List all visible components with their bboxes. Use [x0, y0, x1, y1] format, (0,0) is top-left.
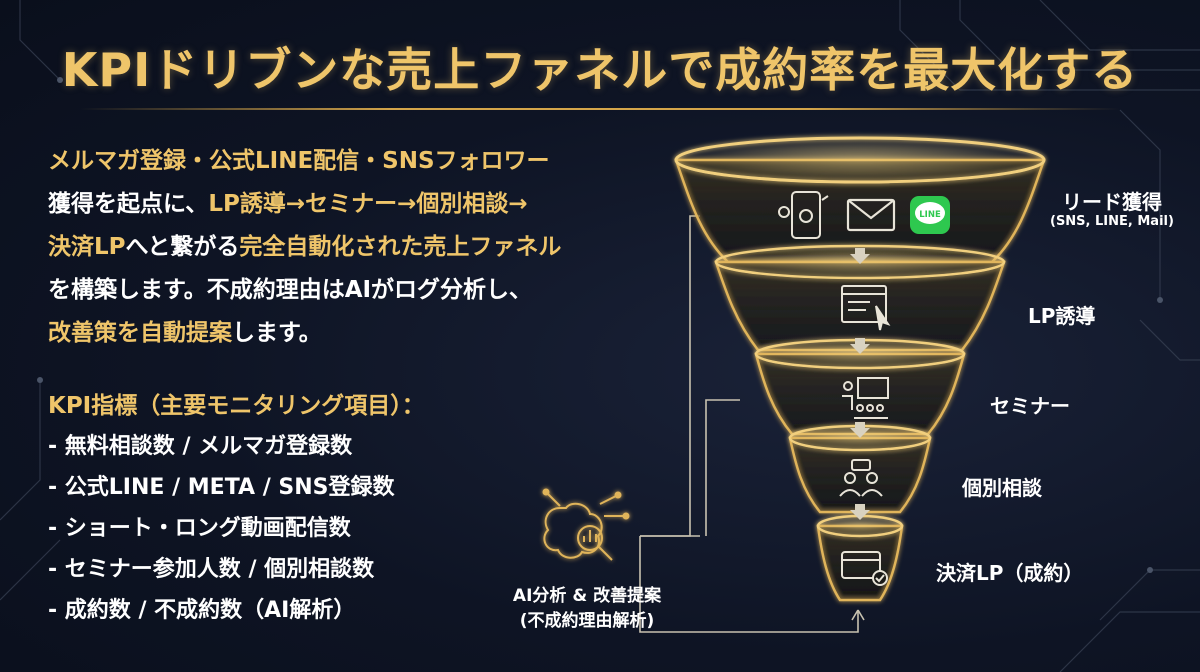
page-title: KPIドリブンな売上ファネルで成約率を最大化する	[61, 43, 1139, 97]
intro-line-1: メルマガ登録・公式LINE配信・SNSフォロワー	[48, 140, 648, 183]
kpi-item: - 成約数 / 不成約数（AI解析）	[48, 598, 356, 623]
ai-label-line-2: (不成約理由解析)	[519, 611, 655, 631]
stage-label-payment: 決済LP（成約）	[936, 561, 1084, 585]
intro-line-2: 獲得を起点に、LP誘導→セミナー→個別相談→	[48, 183, 648, 226]
stage-label-lp: LP誘導	[1028, 304, 1096, 328]
intro-text: 獲得を起点に、	[48, 191, 209, 217]
funnel-stage-lead	[674, 136, 1046, 264]
intro-paragraph: メルマガ登録・公式LINE配信・SNSフォロワー 獲得を起点に、LP誘導→セミナ…	[48, 140, 648, 355]
intro-highlight: 決済LP	[48, 234, 126, 260]
kpi-item: - ショート・ロング動画配信数	[48, 516, 351, 541]
intro-line-5: 改善策を自動提案します。	[48, 312, 648, 355]
intro-highlight: 改善策を自動提案	[48, 320, 232, 346]
kpi-item: - セミナー参加人数 / 個別相談数	[48, 557, 375, 582]
kpi-heading: KPI指標（主要モニタリング項目）：	[48, 393, 425, 419]
intro-text: します。	[232, 320, 322, 346]
intro-line-3: 決済LPへと繋がる完全自動化された売上ファネル	[48, 226, 648, 269]
consultation-icon	[839, 459, 883, 497]
ai-label-line-1: AI分析 & 改善提案	[512, 586, 662, 606]
intro-highlight: メルマガ登録・公式LINE配信・SNSフォロワー	[48, 148, 550, 174]
smartphone-icon	[778, 191, 829, 239]
kpi-item: - 無料相談数 / メルマガ登録数	[48, 434, 353, 459]
intro-text: を構築します。不成約理由はAIがログ分析し、	[48, 277, 533, 303]
intro-highlight: LP誘導→セミナー→個別相談→	[208, 191, 528, 217]
title-divider	[80, 108, 1120, 110]
stage-label-lead: リード獲得	[1062, 190, 1162, 214]
line-badge-text: LINE	[919, 210, 941, 220]
funnel-stage-payment	[816, 514, 904, 602]
payment-card-icon	[841, 551, 888, 586]
intro-line-4: を構築します。不成約理由はAIがログ分析し、	[48, 269, 648, 312]
flow-arrows	[850, 248, 870, 520]
stage-label-consult: 個別相談	[962, 476, 1042, 500]
ai-brain-icon	[542, 488, 630, 561]
seminar-icon	[842, 377, 889, 419]
kpi-item: - 公式LINE / META / SNS登録数	[48, 475, 395, 500]
line-app-icon: LINE	[910, 196, 950, 234]
stage-sub-lead: (SNS, LINE, Mail)	[1050, 214, 1174, 229]
intro-text: へと繋がる	[125, 234, 240, 260]
stage-label-seminar: セミナー	[990, 394, 1070, 418]
feedback-loop	[639, 215, 865, 633]
intro-highlight: 完全自動化された売上ファネル	[239, 234, 562, 260]
kpi-list: - 無料相談数 / メルマガ登録数 - 公式LINE / META / SNS登…	[48, 426, 395, 631]
ai-analysis-label: AI分析 & 改善提案 (不成約理由解析)	[462, 584, 712, 634]
mail-icon	[846, 198, 896, 232]
funnel-stage-seminar	[754, 338, 966, 436]
landing-page-icon	[841, 285, 891, 331]
